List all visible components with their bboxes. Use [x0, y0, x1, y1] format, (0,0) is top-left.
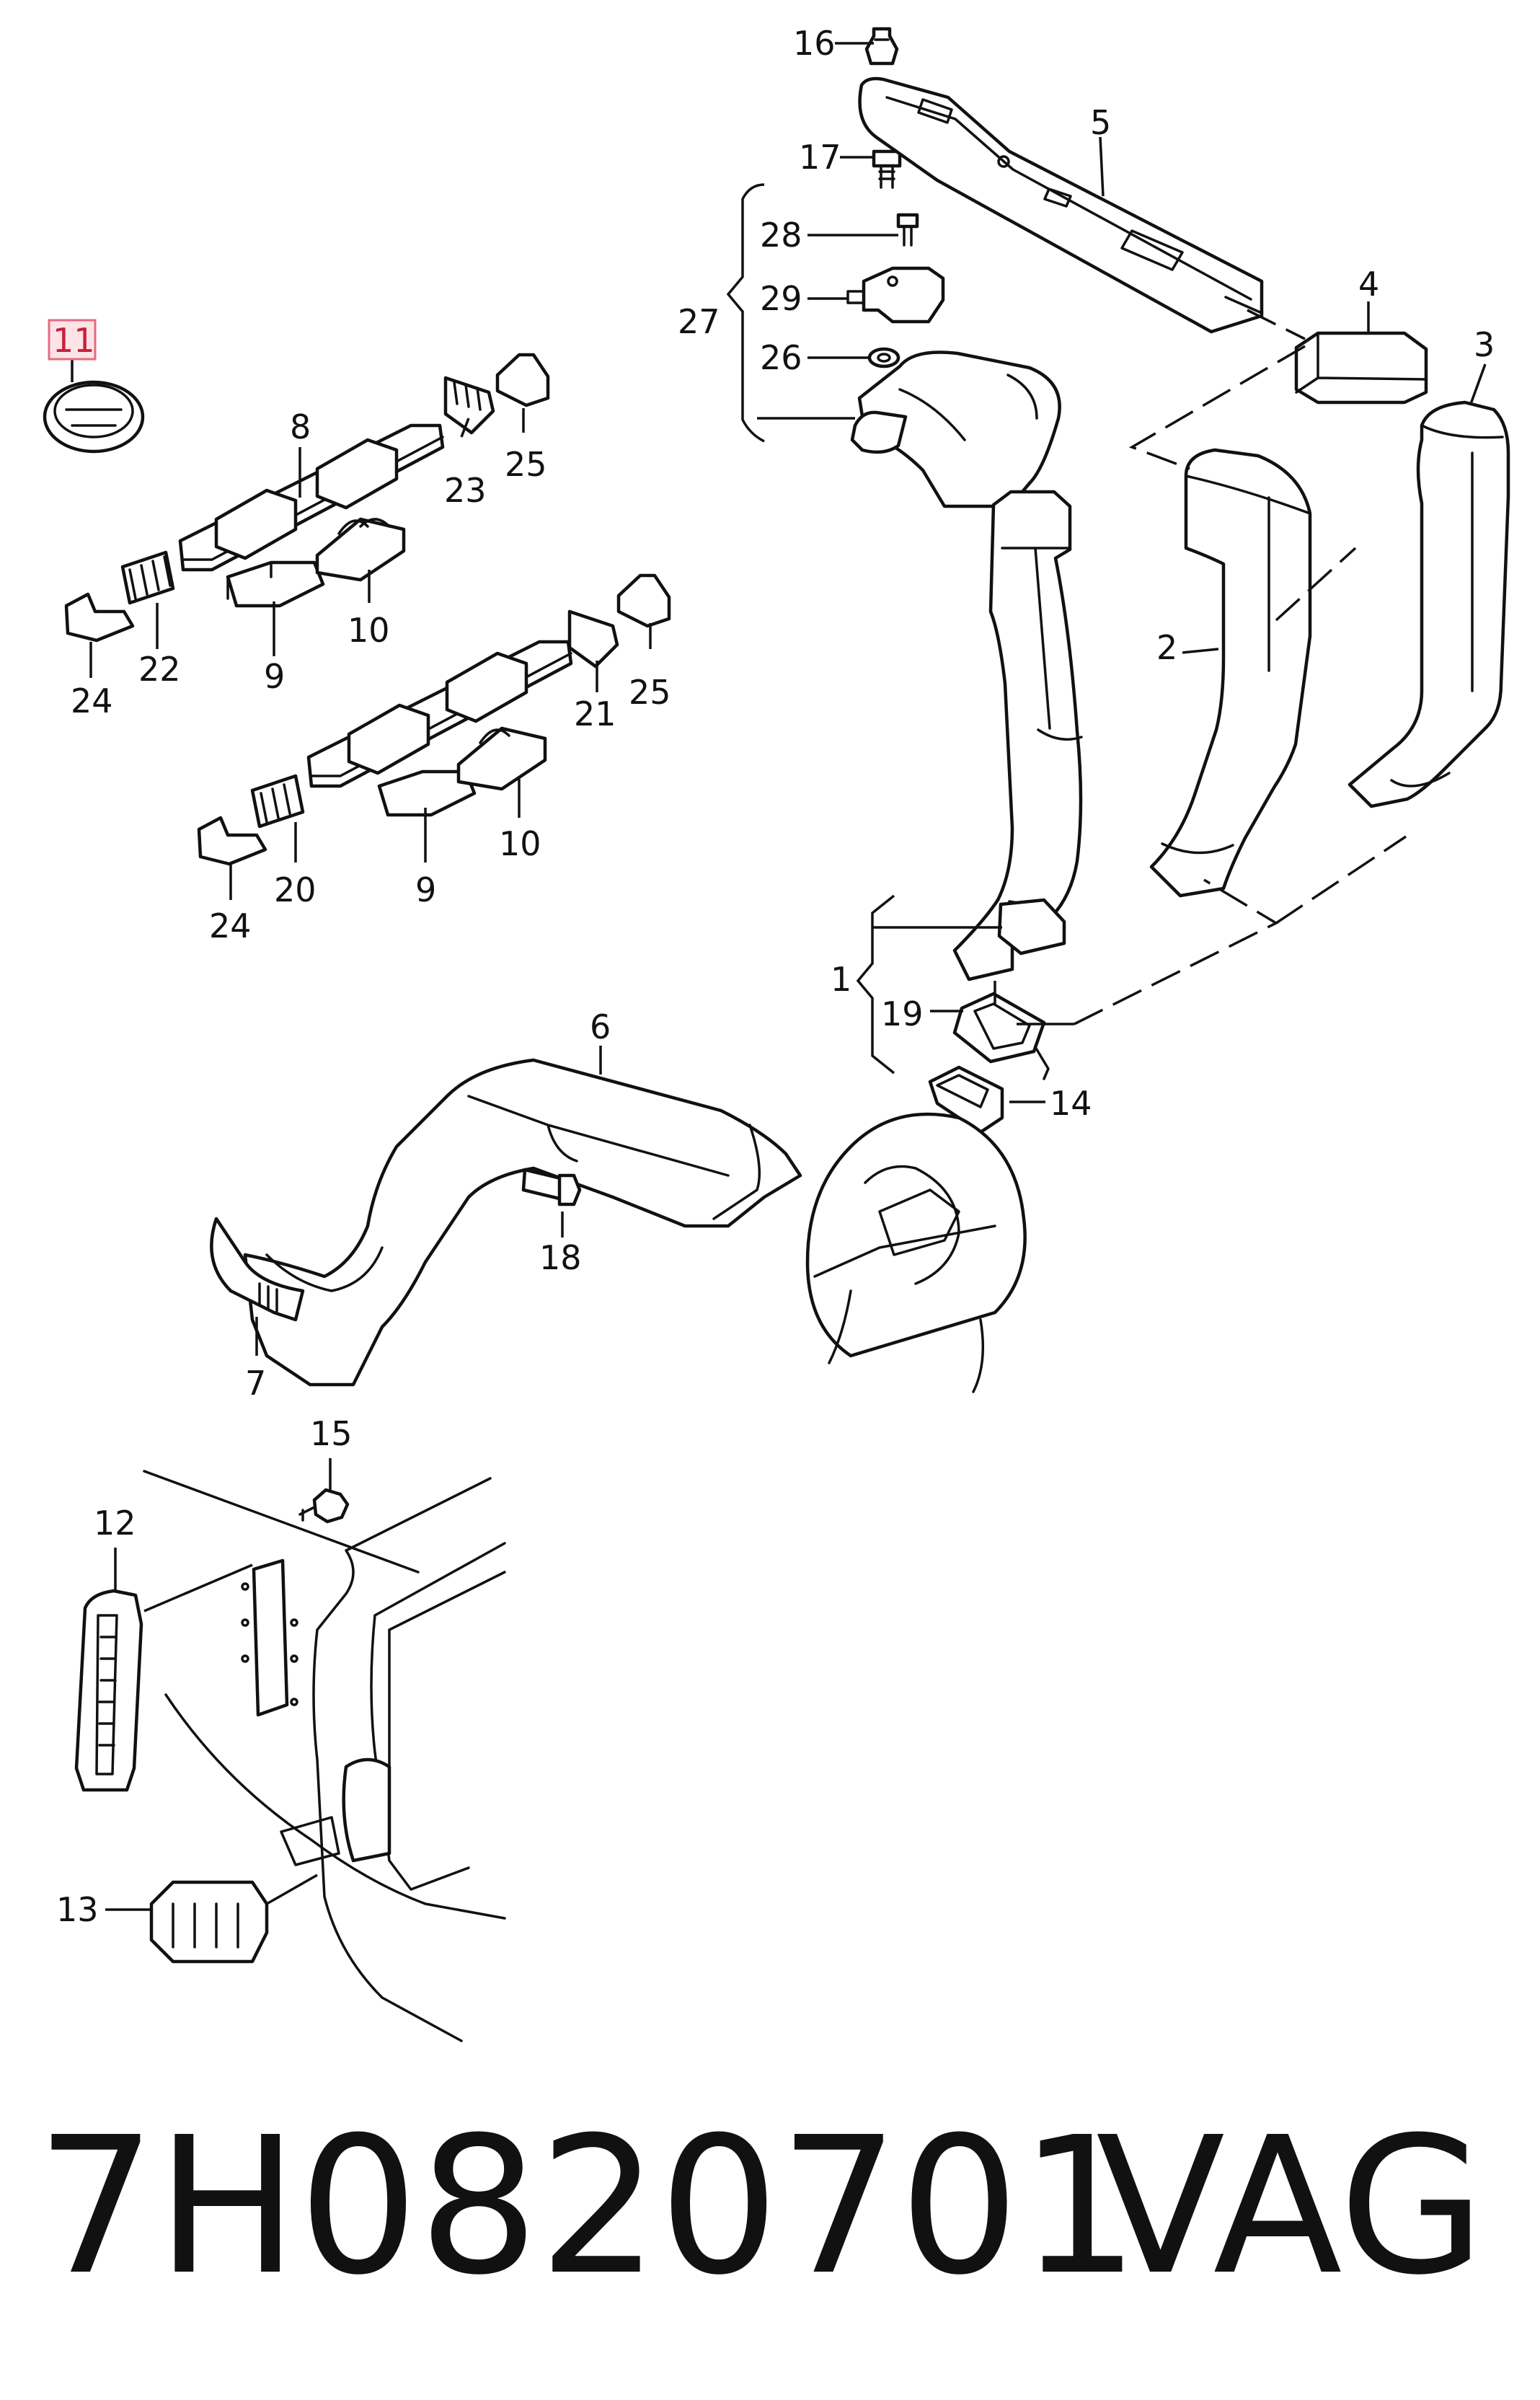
part-28-screw	[896, 213, 919, 247]
callout-1: 1	[831, 960, 851, 999]
callout-29: 29	[760, 279, 802, 318]
part-23-louvre	[443, 376, 495, 435]
part-26-washer	[867, 347, 900, 369]
callout-11-highlight: 11	[48, 319, 97, 361]
callout-15: 15	[310, 1414, 353, 1453]
part-18-screw	[521, 1168, 582, 1206]
callout-6: 6	[590, 1007, 611, 1046]
part-16-clip	[864, 27, 899, 66]
callout-labels: 16 17 5 4 3 2 28 29 27 26 11 8 23 25 10 …	[48, 24, 1495, 1929]
part-12-grille	[74, 1589, 143, 1792]
part-15-screw	[298, 1488, 350, 1524]
part-25-clip	[495, 353, 550, 407]
callout-28: 28	[760, 216, 802, 255]
part-24-clip	[64, 592, 135, 643]
assembly-line-a	[1128, 309, 1357, 622]
part-7-trim	[210, 1217, 305, 1322]
part-27-bracket	[850, 410, 908, 454]
part-21-louvre	[567, 609, 619, 669]
callout-17: 17	[799, 138, 841, 177]
part-3-right-duct	[1348, 400, 1510, 808]
part-10-clip	[315, 517, 406, 582]
part-5-upper-duct	[858, 76, 1264, 334]
callout-7: 7	[245, 1364, 266, 1403]
wheel-arch	[805, 1112, 1027, 1393]
callout-3: 3	[1474, 325, 1495, 364]
callout-16: 16	[793, 24, 836, 63]
part-19-seal	[952, 992, 1050, 1080]
callout-24b: 24	[209, 906, 252, 945]
part-8b-vent-frame	[306, 640, 573, 788]
callout-25: 25	[505, 445, 547, 484]
footer: 7H0820701 VAG	[36, 2096, 1485, 2316]
part-13-vent	[149, 1880, 269, 1964]
callout-10b: 10	[499, 824, 541, 863]
callout-24: 24	[71, 681, 113, 720]
part-9b-vent	[377, 769, 477, 817]
part-9-vent	[226, 560, 325, 608]
callout-26: 26	[760, 338, 802, 377]
callout-10: 10	[348, 611, 390, 650]
brand-label: VAG	[1096, 2096, 1486, 2316]
part-22-louvre	[120, 550, 175, 605]
callout-27: 27	[678, 302, 720, 341]
callout-20: 20	[274, 870, 317, 909]
callout-12: 12	[94, 1504, 136, 1543]
part-14-clip	[928, 1065, 1004, 1134]
callout-9b: 9	[415, 870, 436, 909]
callout-9: 9	[264, 657, 285, 696]
callout-2: 2	[1156, 628, 1177, 667]
part-25b-clip	[616, 573, 671, 628]
part-1-left-duct	[857, 350, 1083, 981]
assembly-line-b	[1074, 835, 1407, 1025]
part-2-middle-duct	[1149, 448, 1312, 898]
vehicle-rear	[143, 1470, 506, 2042]
part-17-screw	[872, 149, 902, 189]
part-4-connector	[1294, 331, 1428, 405]
callout-5: 5	[1090, 103, 1111, 142]
callout-18: 18	[539, 1238, 582, 1277]
part-20-louvre	[250, 774, 305, 829]
callout-13: 13	[56, 1890, 99, 1929]
callout-14: 14	[1050, 1084, 1092, 1123]
part-29-bracket	[846, 266, 945, 324]
callout-8: 8	[290, 407, 311, 446]
part-number: 7H0820701	[36, 2096, 1140, 2316]
callout-25b: 25	[629, 673, 671, 712]
callout-11: 11	[53, 321, 95, 360]
callout-23: 23	[444, 471, 487, 510]
part-11-cap	[43, 380, 145, 454]
callout-19: 19	[881, 994, 924, 1033]
callout-22: 22	[138, 650, 181, 689]
callout-4: 4	[1358, 265, 1379, 304]
leader-lines	[71, 42, 1487, 1911]
callout-21: 21	[574, 694, 616, 733]
part-6-front-duct	[243, 1058, 802, 1387]
part-24b-clip	[197, 816, 267, 866]
part-8-vent-frame	[178, 423, 445, 572]
part-10b-clip	[456, 726, 547, 791]
